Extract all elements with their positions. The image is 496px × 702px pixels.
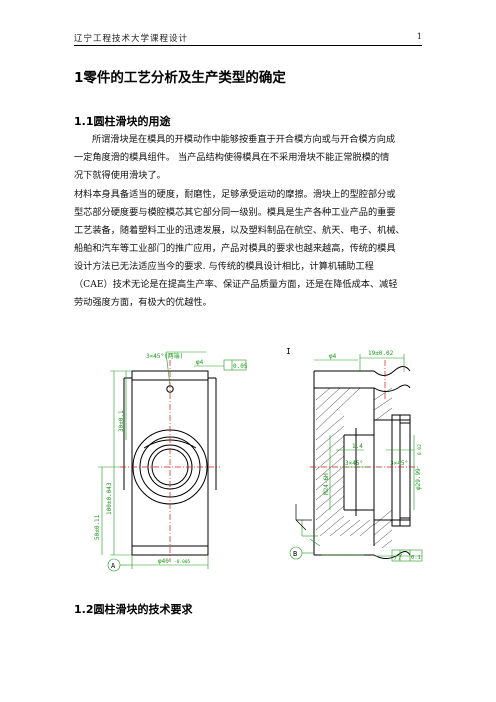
- paragraph-1: 所谓滑块是在模具的开模动作中能够按垂直于开合模方向或与开合模方向成 一定角度滑的…: [74, 131, 422, 185]
- dim-right-phi: φ29.99: [415, 468, 422, 490]
- header-school-title: 辽宁工程技术大学课程设计: [74, 34, 189, 44]
- dim-right-chamfer1: 1.4: [352, 443, 363, 450]
- datum-b-label: B: [293, 550, 297, 558]
- parallel-icon: //: [394, 553, 402, 561]
- section-1-1-heading: 1.1圆柱滑块的用途: [74, 115, 171, 128]
- paragraph-1-line: 况下就得使用滑块了。: [74, 170, 166, 181]
- datum-a-marker: [107, 558, 132, 572]
- paragraph-2-line: 船舶和汽车等工业部门的推广应用，产品对模具的要求也越来越高，传统的模具: [74, 243, 396, 254]
- paragraph-1-line: 所谓滑块是在模具的开模动作中能够按垂直于开合模方向或与开合模方向成: [92, 134, 396, 145]
- dim-right-chamfer2: 3×45°: [345, 460, 363, 467]
- dim-flatness: 0.05: [233, 363, 248, 370]
- paragraph-2-line: 材料本身具备适当的硬度，耐磨性，足够承受运动的摩擦。滑块上的型腔部分或: [74, 189, 396, 200]
- dim-left-total: 100±0.043: [106, 482, 113, 515]
- dim-bottom-tol: -0.005: [174, 559, 191, 565]
- right-dimensions: [301, 354, 423, 562]
- dim-right-m24: M24-6H: [323, 473, 330, 495]
- dim-chamfer-top: 3×45°(两端): [146, 352, 183, 360]
- left-dim-labels: 3×45°(两端) φ4 0.05 100±0.043 50±0.11 30±0…: [94, 352, 248, 565]
- section-mark: I: [286, 347, 291, 356]
- section-hatching: [315, 387, 393, 549]
- dim-bottom-width: φ40: [158, 558, 169, 565]
- dim-left-upper: 30±0.1: [118, 410, 125, 432]
- axis-arrows-icon: [295, 504, 312, 531]
- section-1-2-heading: 1.2圆柱滑块的技术要求: [74, 603, 193, 616]
- right-dim-labels: φ4 19±0.02 M24-6H 1.4 3×45° 3×45° φ29.99…: [323, 350, 423, 561]
- paragraph-2-line: 劳动强度方面，有极大的优越性。: [74, 297, 212, 308]
- dim-phi4-top: φ4: [196, 359, 204, 366]
- dim-left-lower: 50±0.11: [94, 514, 101, 540]
- page-header: 辽宁工程技术大学课程设计 1: [74, 30, 422, 46]
- left-dimensions: [98, 351, 247, 569]
- dim-right-len: 19±0.02: [368, 350, 394, 357]
- right-centerlines: [310, 360, 418, 468]
- dim-right-par: 0.1: [411, 555, 421, 561]
- paragraph-1-line: 一定角度滑的模具组件。 当产品结构使得模具在不采用滑块不能正常脱模的情: [74, 152, 390, 163]
- dim-right-tol: 0.02: [417, 444, 423, 455]
- paragraph-2: 材料本身具备适当的硬度，耐磨性，足够承受运动的摩擦。滑块上的型腔部分或 型芯部分…: [74, 186, 422, 312]
- header-page-number: 1: [416, 32, 422, 42]
- paragraph-2-line: 工艺装备，随着塑料工业的迅速发展，以及塑料制品在航空、航天、电子、机械、: [74, 225, 405, 236]
- datum-a-label: A: [111, 562, 116, 570]
- dim-right-phi4: φ4: [329, 353, 337, 360]
- paragraph-2-line: 设计方法已无法适应当今的要求. 与传统的模具设计相比，计算机辅助工程: [74, 261, 374, 272]
- dim-right-chamfer3: 3×45°: [390, 460, 408, 467]
- left-centerlines: [120, 360, 220, 562]
- paragraph-2-line: （CAE）技术无论是在提高生产率、保证产品质量方面，还是在降低成本、减轻: [74, 279, 398, 290]
- part-drawing-figure: 3×45°(两端) φ4 0.05 100±0.043 50±0.11 30±0…: [74, 340, 424, 572]
- section-1-heading: 1零件的工艺分析及生产类型的确定: [74, 70, 286, 86]
- datum-b-marker: [289, 546, 314, 560]
- paragraph-2-line: 型芯部分硬度要与模腔模芯其它部分同一级别。模具是生产各种工业产品的重要: [74, 207, 396, 218]
- engineering-drawing: 3×45°(两端) φ4 0.05 100±0.043 50±0.11 30±0…: [94, 347, 423, 572]
